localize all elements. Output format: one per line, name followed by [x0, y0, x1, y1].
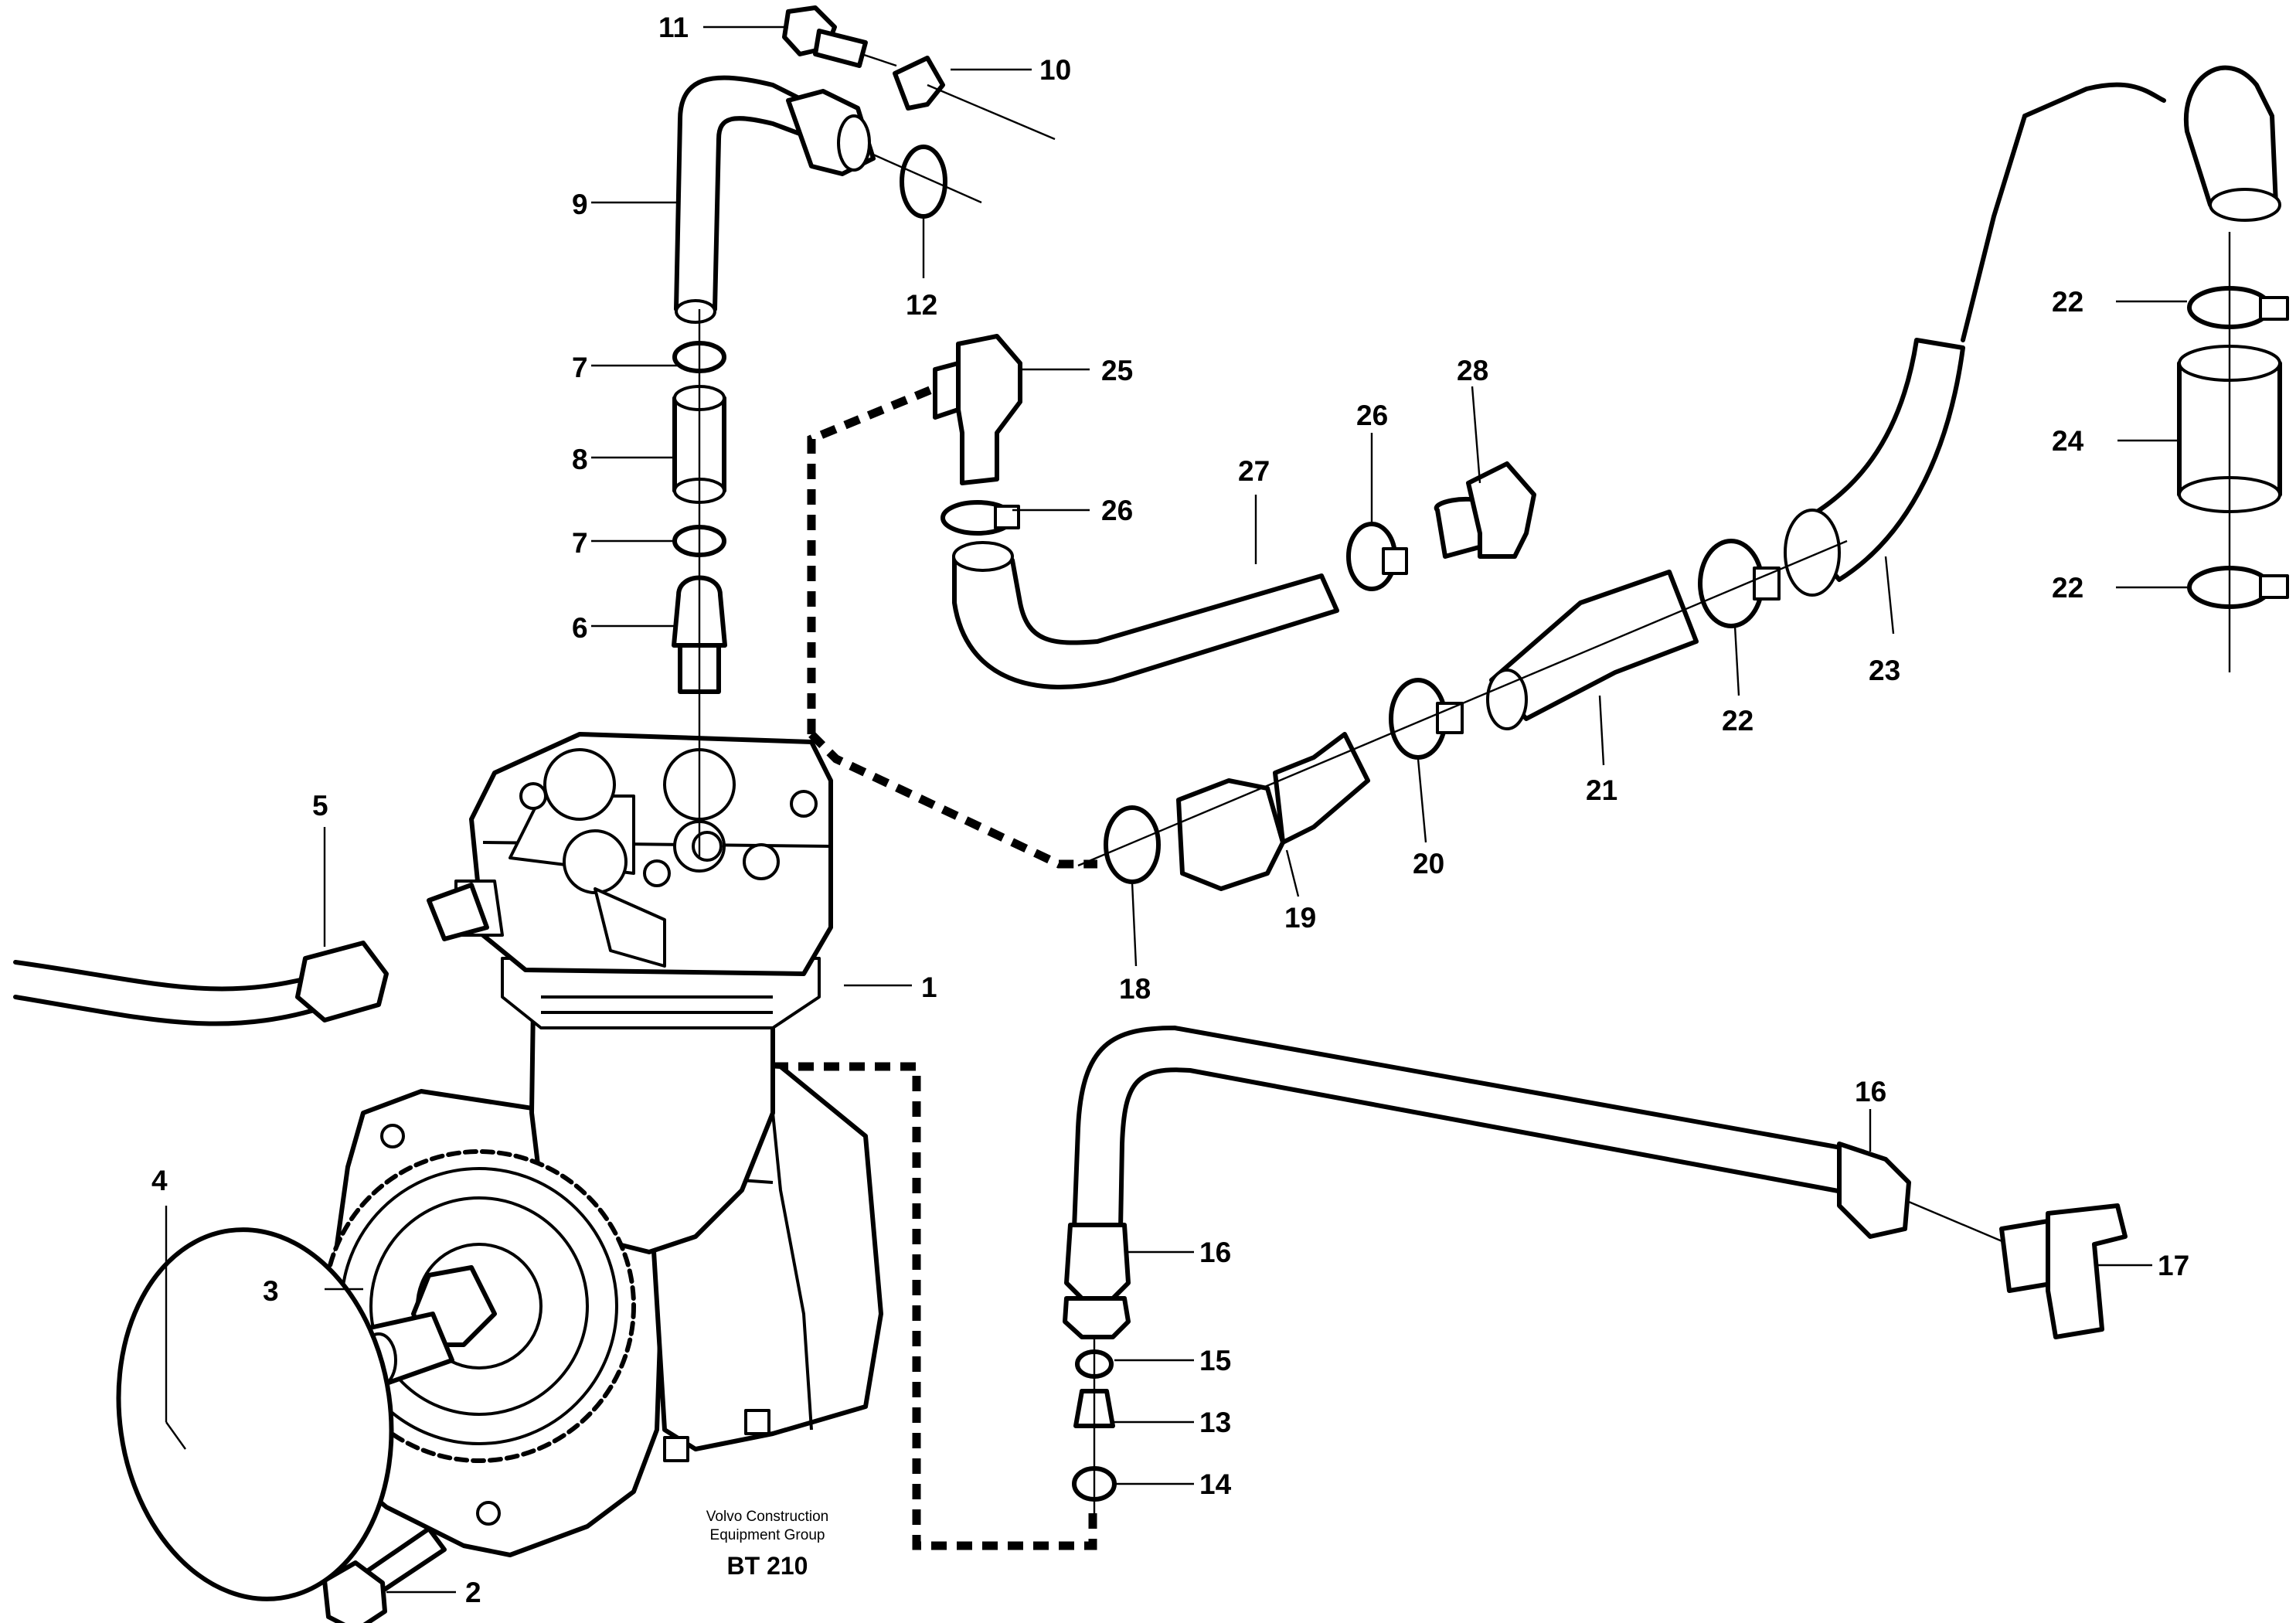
- gasket-ring-part-4: [116, 1227, 394, 1601]
- callout-1: 1: [921, 971, 937, 1003]
- callout-13: 13: [1199, 1407, 1231, 1438]
- callout-20: 20: [1413, 848, 1444, 880]
- callout-7-upper: 7: [572, 352, 588, 383]
- bolt-part-11: [782, 5, 897, 68]
- publisher-caption: Volvo Construction Equipment Group BT 21…: [706, 1509, 828, 1580]
- callout-9: 9: [572, 189, 588, 220]
- callout-19: 19: [1284, 902, 1316, 934]
- callout-22-mid: 22: [1722, 705, 1753, 737]
- callout-7-lower: 7: [572, 527, 588, 559]
- callout-numbers: 1 2 3 4 5 6 7 7 8 9 10 11 12 13 14 15 16…: [151, 12, 2189, 1608]
- callout-5: 5: [312, 790, 328, 822]
- callout-10: 10: [1039, 54, 1071, 86]
- vertical-connector-stack: [672, 75, 876, 858]
- callout-18: 18: [1119, 973, 1151, 1005]
- callout-27: 27: [1238, 455, 1270, 487]
- callout-26-upper: 26: [1356, 400, 1388, 431]
- callout-28: 28: [1457, 355, 1488, 386]
- pressure-line-assembly: [1063, 1026, 2128, 1515]
- callout-16-right: 16: [1855, 1076, 1886, 1108]
- leader-lines: [165, 26, 2187, 1594]
- dashed-connection-lines: [773, 380, 1097, 1550]
- callout-11: 11: [658, 12, 689, 43]
- o-ring-part-12: [900, 145, 947, 219]
- caption-line-1: Volvo Construction: [706, 1509, 828, 1525]
- callout-25: 25: [1101, 355, 1133, 386]
- callout-15: 15: [1199, 1345, 1231, 1376]
- clip-part-10: [893, 56, 945, 111]
- callout-26-lower: 26: [1101, 495, 1133, 526]
- callout-3: 3: [263, 1275, 279, 1307]
- callout-2: 2: [465, 1577, 481, 1608]
- air-compressor: [322, 732, 883, 1557]
- callout-16-left: 16: [1199, 1237, 1231, 1268]
- callout-22-bottom: 22: [2052, 572, 2083, 604]
- callout-22-top: 22: [2052, 286, 2083, 318]
- callout-23: 23: [1869, 655, 1900, 686]
- callout-14: 14: [1199, 1468, 1232, 1500]
- callout-24: 24: [2052, 425, 2084, 457]
- outlet-hose-assembly: [1077, 65, 2289, 891]
- intake-hose-assembly: [933, 334, 1536, 689]
- caption-code: BT 210: [727, 1552, 808, 1580]
- callout-12: 12: [906, 289, 937, 321]
- pipe-part-5: [13, 883, 489, 1026]
- callout-17: 17: [2158, 1250, 2189, 1281]
- callout-8: 8: [572, 444, 588, 475]
- callout-6: 6: [572, 612, 588, 644]
- caption-line-2: Equipment Group: [710, 1527, 825, 1543]
- callout-4: 4: [151, 1165, 168, 1196]
- callout-21: 21: [1586, 774, 1617, 806]
- bolt-part-2: [322, 1526, 447, 1623]
